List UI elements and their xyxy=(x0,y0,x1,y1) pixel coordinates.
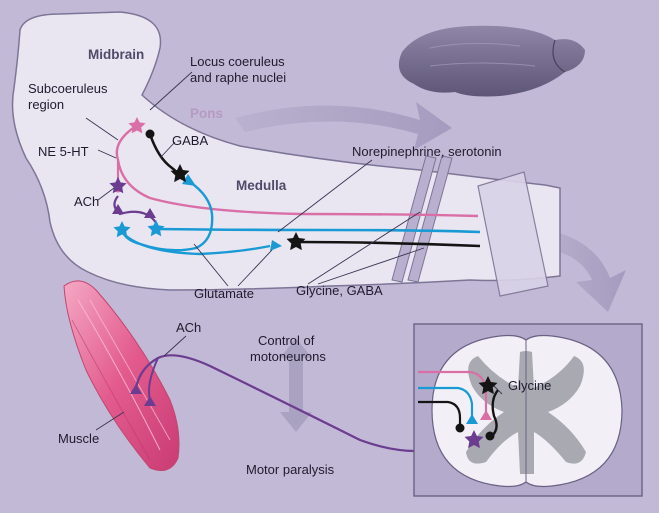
label-glutamate: Glutamate xyxy=(194,286,254,301)
spinal-cord-inset xyxy=(414,324,642,496)
label-region: region xyxy=(28,97,64,112)
inset-glycine-terminal xyxy=(486,432,495,441)
label-motoneurons: motoneurons xyxy=(250,349,326,364)
region-label-medulla: Medulla xyxy=(236,178,287,193)
label-raphe-nuclei: and raphe nuclei xyxy=(190,70,286,85)
label-gaba: GABA xyxy=(172,133,208,148)
label-glycine-gaba: Glycine, GABA xyxy=(296,283,383,298)
label-locus-coeruleus: Locus coeruleus xyxy=(190,54,285,69)
region-label-midbrain: Midbrain xyxy=(88,47,144,62)
label-ne-5ht: NE 5-HT xyxy=(38,144,89,159)
black-terminal xyxy=(146,130,155,139)
label-motor-paralysis: Motor paralysis xyxy=(246,462,335,477)
label-subcoeruleus: Subcoeruleus xyxy=(28,81,108,96)
label-glycine: Glycine xyxy=(508,378,551,393)
label-muscle: Muscle xyxy=(58,431,99,446)
label-ach-muscle: ACh xyxy=(176,320,201,335)
inset-black-terminal xyxy=(456,424,465,433)
region-label-pons: Pons xyxy=(190,106,223,121)
label-control-of: Control of xyxy=(258,333,315,348)
label-ach-brainstem: ACh xyxy=(74,194,99,209)
label-norepinephrine-serotonin: Norepinephrine, serotonin xyxy=(352,144,502,159)
